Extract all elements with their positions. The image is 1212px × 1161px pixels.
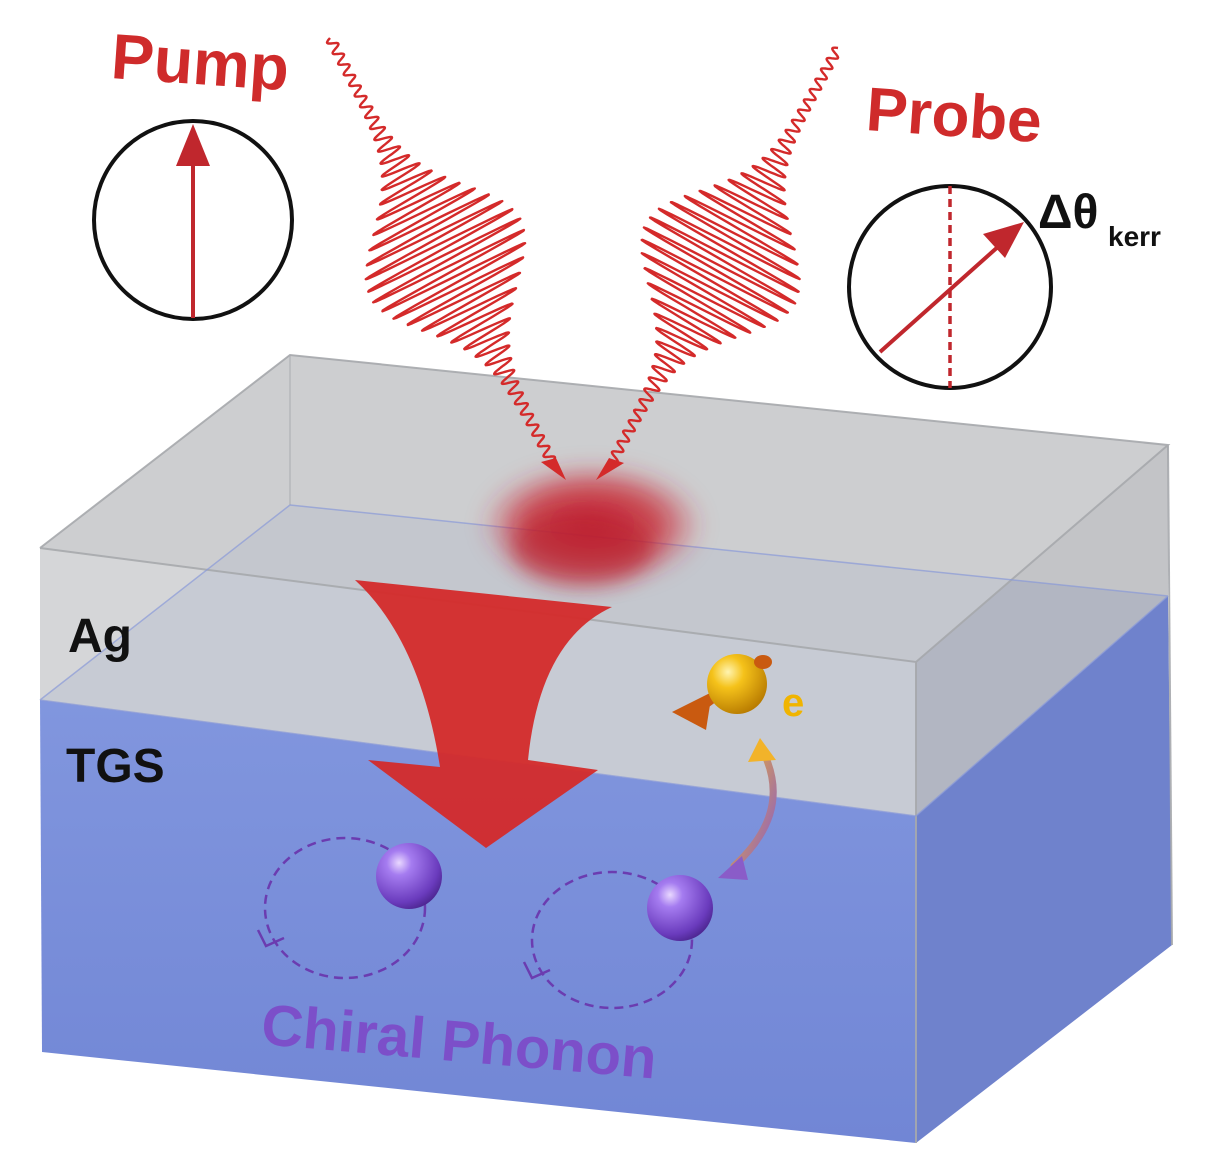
coupling-arrow [718,738,777,880]
probe-label: Probe [864,75,1044,156]
electron-label: e [782,681,804,725]
pump-arrowhead [541,458,566,480]
pump-label: Pump [109,20,291,104]
kerr-subscript-label: kerr [1108,221,1161,252]
pump-polarization-icon [92,119,294,321]
phonon-atom-left [376,843,442,909]
phonon-orbit-right [522,870,694,1010]
tgs-side-face [916,596,1172,1143]
probe-polarization-icon [847,184,1053,390]
ag-layer-label: Ag [68,610,132,663]
phonon-orbit-left [256,836,427,980]
probe-pulse [596,46,840,480]
pump-pulse [325,37,566,480]
probe-arrowhead [596,458,624,480]
electron-icon [672,654,772,730]
tgs-layer-label: TGS [66,740,165,793]
phonon-atom-right [647,875,713,941]
energy-transfer-arrow [355,580,612,848]
delta-theta-label: Δθ [1038,186,1098,239]
tgs-front-face [40,700,916,1143]
ag-side-face [916,445,1168,816]
